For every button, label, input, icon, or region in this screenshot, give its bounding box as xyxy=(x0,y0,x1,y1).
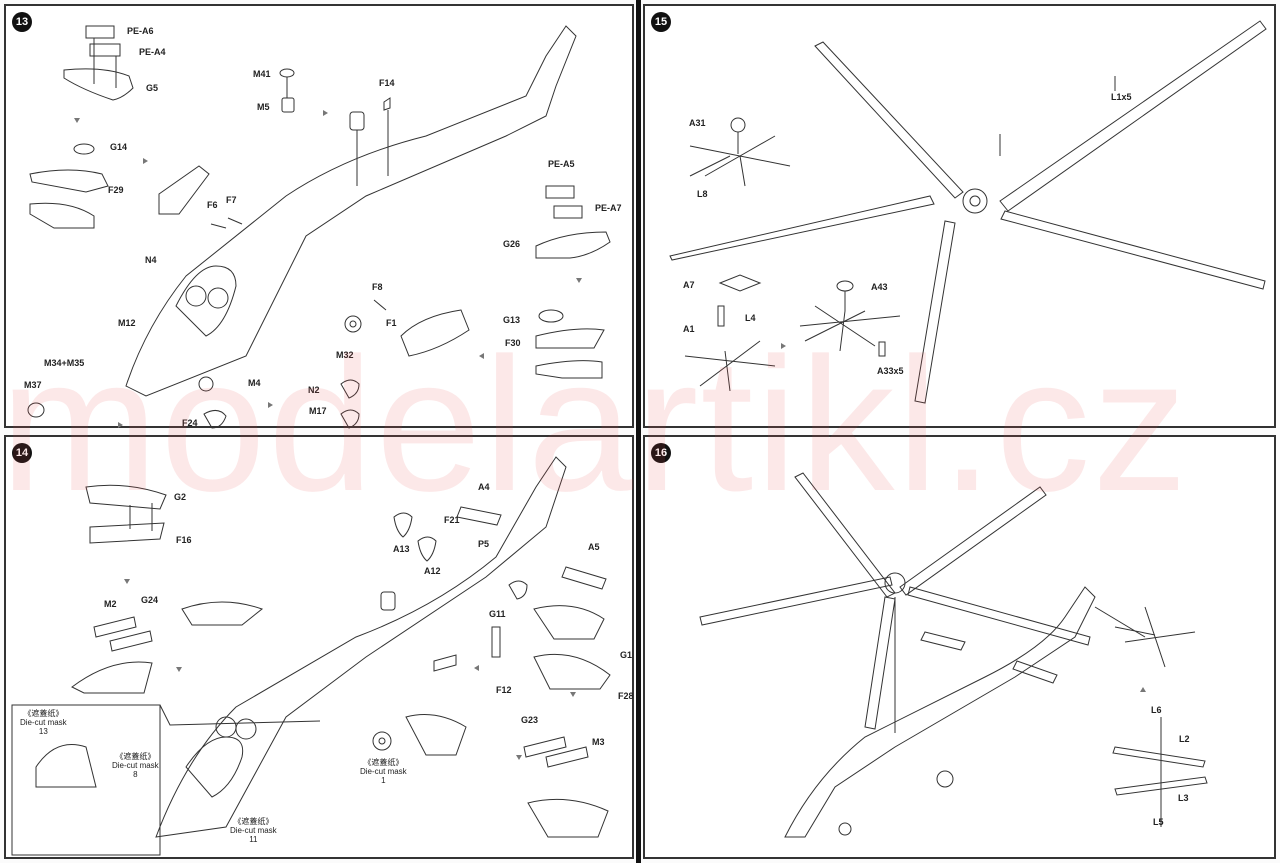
part-label-m3: M3 xyxy=(592,737,605,747)
part-label-g24: G24 xyxy=(141,595,159,605)
part-label-f14: F14 xyxy=(379,78,395,88)
step-15-panel: 15 A31 L8 L1x5 A7 L4 A1 A43 A33x5 xyxy=(643,4,1276,428)
die-cut-mask-8: 《遮蓋纸》 Die-cut mask 8 xyxy=(112,752,159,779)
part-label-a13: A13 xyxy=(393,544,410,554)
part-label-g26: G26 xyxy=(503,239,521,249)
part-label-f1: F1 xyxy=(386,318,397,328)
part-label-m34-m35: M34+M35 xyxy=(44,358,85,368)
part-label-f12: F12 xyxy=(496,685,512,695)
part-label-f29: F29 xyxy=(108,185,124,195)
step-14-drawing xyxy=(11,456,611,856)
part-label-f21: F21 xyxy=(444,515,460,525)
part-label-m32: M32 xyxy=(336,350,354,360)
mask-number: 11 xyxy=(249,835,258,844)
part-label-a4: A4 xyxy=(478,482,490,492)
mask-cn-label: 《遮蓋纸》 xyxy=(23,709,64,718)
part-label-a5: A5 xyxy=(588,542,600,552)
part-label-a1: A1 xyxy=(683,324,695,334)
part-label-m2: M2 xyxy=(104,599,117,609)
mask-en-label: Die-cut mask xyxy=(20,718,67,727)
part-label-p5: P5 xyxy=(478,539,490,549)
part-label-g14: G14 xyxy=(110,142,128,152)
step-13-drawing xyxy=(27,25,611,429)
part-label-m12: M12 xyxy=(118,318,136,328)
mask-cn-label: 《遮蓋纸》 xyxy=(115,752,156,761)
part-label-g5: G5 xyxy=(146,83,159,93)
mask-number: 1 xyxy=(381,776,386,785)
part-label-f6: F6 xyxy=(207,200,218,210)
step-15-drawing xyxy=(669,20,1267,404)
part-label-f16: F16 xyxy=(176,535,192,545)
part-label-n2: N2 xyxy=(308,385,320,395)
part-label-pe-a5: PE-A5 xyxy=(548,159,575,169)
part-label-l4: L4 xyxy=(745,313,756,323)
mask-number: 8 xyxy=(133,770,138,779)
part-label-l8: L8 xyxy=(697,189,708,199)
part-label-f8: F8 xyxy=(372,282,383,292)
part-label-f7: F7 xyxy=(226,195,237,205)
die-cut-mask-11: 《遮蓋纸》 Die-cut mask 11 xyxy=(230,817,277,844)
step-14-panel: 14 G2 F16 xyxy=(4,435,634,859)
part-label-a7: A7 xyxy=(683,280,695,290)
panel-divider xyxy=(636,0,641,863)
mask-cn-label: 《遮蓋纸》 xyxy=(233,817,274,826)
part-label-l2: L2 xyxy=(1179,734,1190,744)
step-number-14: 14 xyxy=(12,443,32,463)
step-16-drawing xyxy=(699,472,1208,838)
step-number-16: 16 xyxy=(651,443,671,463)
part-label-f24: F24 xyxy=(182,418,198,428)
part-label-m41: M41 xyxy=(253,69,271,79)
part-label-l1x5: L1x5 xyxy=(1111,92,1132,102)
part-label-g2: G2 xyxy=(174,492,187,502)
part-label-f28: F28 xyxy=(618,691,634,701)
mask-number: 13 xyxy=(38,727,48,736)
part-label-pe-a7: PE-A7 xyxy=(595,203,622,213)
die-cut-mask-1: 《遮蓋纸》 Die-cut mask 1 xyxy=(360,758,407,785)
part-label-g23: G23 xyxy=(521,715,539,725)
part-label-l5: L5 xyxy=(1153,817,1164,827)
part-label-n4: N4 xyxy=(145,255,157,265)
part-label-l6: L6 xyxy=(1151,705,1162,715)
mask-cn-label: 《遮蓋纸》 xyxy=(363,758,404,767)
part-label-m37: M37 xyxy=(24,380,42,390)
part-label-g11: G11 xyxy=(489,609,506,619)
step-number-15: 15 xyxy=(651,12,671,32)
step-16-panel: 16 L6 L2 L3 L5 xyxy=(643,435,1276,859)
part-label-pe-a6: PE-A6 xyxy=(127,26,154,36)
part-label-g13: G13 xyxy=(503,315,521,325)
part-label-g1: G1 xyxy=(620,650,633,660)
step-13-panel: 13 xyxy=(4,4,634,429)
mask-en-label: Die-cut mask xyxy=(112,761,159,770)
step-number-13: 13 xyxy=(12,12,32,32)
part-label-f30: F30 xyxy=(505,338,521,348)
mask-en-label: Die-cut mask xyxy=(230,826,277,835)
part-label-pe-a4: PE-A4 xyxy=(139,47,166,57)
die-cut-mask-13: 《遮蓋纸》 Die-cut mask 13 xyxy=(20,709,67,736)
part-label-a31: A31 xyxy=(689,118,706,128)
mask-en-label: Die-cut mask xyxy=(360,767,407,776)
part-label-m5: M5 xyxy=(257,102,270,112)
part-label-a12: A12 xyxy=(424,566,441,576)
part-label-a33x5: A33x5 xyxy=(877,366,904,376)
part-label-l3: L3 xyxy=(1178,793,1189,803)
part-label-m4: M4 xyxy=(248,378,261,388)
part-label-m17: M17 xyxy=(309,406,327,416)
part-label-a43: A43 xyxy=(871,282,888,292)
